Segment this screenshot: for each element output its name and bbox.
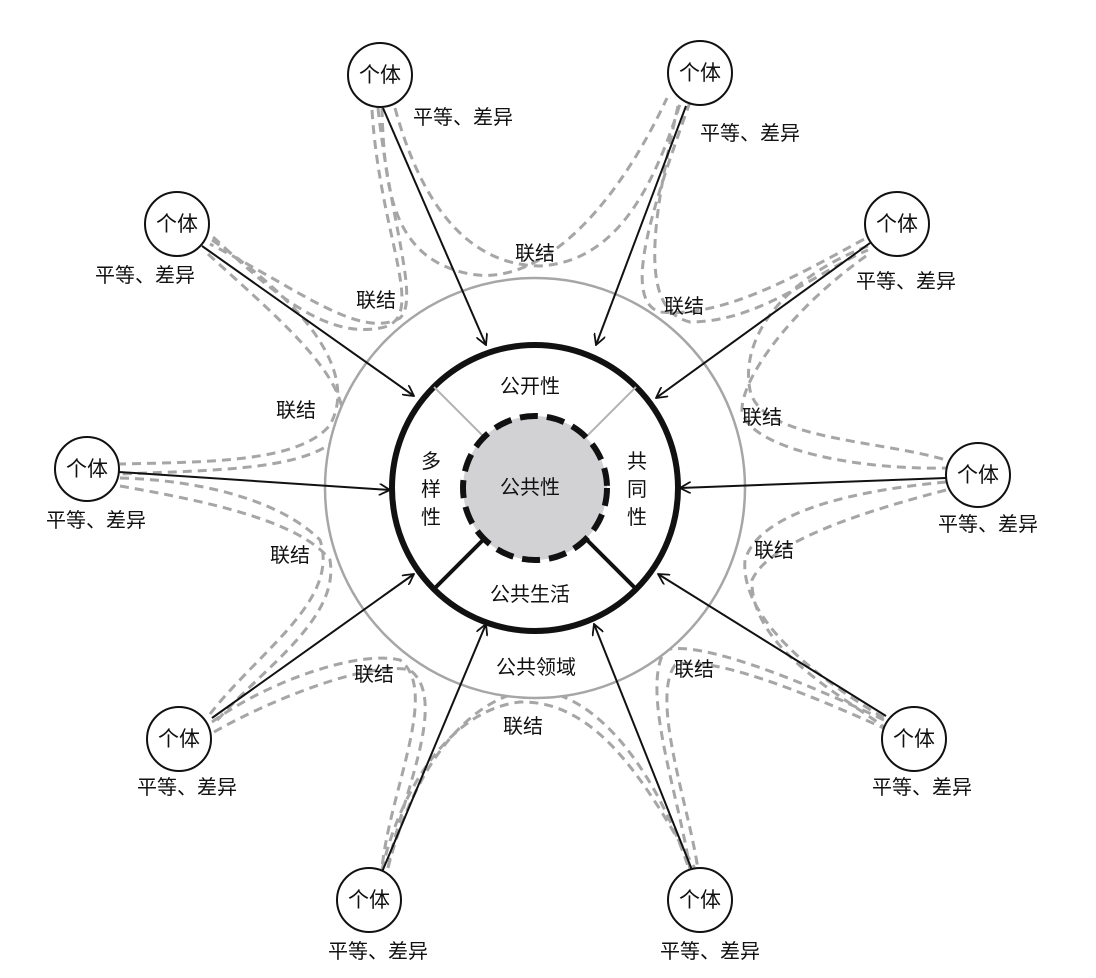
link-label: 联结 — [270, 543, 310, 567]
link-curve — [653, 105, 869, 324]
individual-node: 个体 平等、差异 — [347, 42, 513, 129]
link-curve — [209, 107, 409, 325]
individual-node: 个体 平等、差异 — [137, 706, 237, 799]
arrow — [211, 574, 414, 719]
arrow — [381, 624, 486, 873]
individual-node: 个体 平等、差异 — [660, 867, 760, 963]
attribute-label: 平等、差异 — [700, 121, 800, 145]
publicness-core — [460, 413, 610, 563]
individual-label: 个体 — [679, 61, 721, 85]
link-label: 联结 — [664, 294, 704, 318]
attribute-label: 平等、差异 — [95, 263, 195, 287]
link-curve — [747, 244, 947, 462]
attribute-label: 平等、差异 — [938, 512, 1038, 536]
public-life-label: 公共生活 — [490, 582, 570, 606]
attribute-label: 平等、差异 — [137, 775, 237, 799]
diversity-char-1: 多 — [421, 449, 441, 473]
commonality-char-1: 共 — [627, 449, 647, 473]
individual-node: 个体 平等、差异 — [46, 436, 146, 532]
link-curve — [393, 103, 682, 268]
individual-node: 个体 平等、差异 — [95, 191, 210, 287]
link-label: 联结 — [515, 241, 555, 265]
link-curve — [743, 480, 947, 720]
diversity-char-3: 性 — [421, 505, 441, 529]
openness-label: 公开性 — [500, 374, 560, 398]
divider-top-left — [433, 386, 486, 439]
link-curve — [380, 700, 700, 875]
individual-label: 个体 — [957, 463, 999, 487]
link-curve — [640, 101, 867, 315]
link-label: 联结 — [356, 288, 396, 312]
divider-bottom-right — [583, 536, 638, 591]
individual-node: 个体 平等、差异 — [938, 442, 1038, 536]
attribute-label: 平等、差异 — [46, 508, 146, 532]
attribute-label: 平等、差异 — [328, 939, 428, 963]
link-curve — [750, 488, 947, 732]
attribute-label: 平等、差异 — [856, 269, 956, 293]
divider-top-right — [584, 386, 637, 439]
arrow — [656, 242, 871, 398]
arrow — [658, 574, 887, 717]
arrow — [680, 477, 947, 488]
individual-label: 个体 — [66, 457, 108, 481]
link-label: 联结 — [754, 538, 794, 562]
arrow — [382, 107, 486, 345]
link-curve — [665, 661, 889, 871]
link-curve — [210, 109, 404, 331]
arrow — [118, 471, 390, 490]
arrow — [594, 624, 693, 871]
link-curve — [213, 667, 427, 869]
attribute-label: 平等、差异 — [872, 775, 972, 799]
diversity-char-2: 样 — [421, 477, 441, 501]
link-label: 联结 — [354, 662, 394, 686]
link-curve — [119, 476, 325, 715]
individual-node: 个体 平等、差异 — [328, 867, 428, 963]
link-label: 联结 — [674, 657, 714, 681]
individual-nodes: 个体 平等、差异 个体 平等、差异 个体 平等、差异 个体 平等、差异 个体 平… — [46, 40, 1038, 963]
link-labels: 联结 联结 联结 联结 联结 联结 联结 联结 联结 联结 — [270, 241, 794, 738]
divider-bottom-left — [432, 536, 487, 591]
link-label: 联结 — [742, 405, 782, 429]
individual-label: 个体 — [156, 212, 198, 236]
individual-node: 个体 平等、差异 — [856, 191, 956, 293]
arrows — [118, 105, 947, 873]
publicness-core-label: 公共性 — [500, 475, 560, 499]
link-curve — [119, 484, 333, 725]
central-structure: 公共性 公开性 公共生活 公共领域 多 样 性 共 同 性 — [323, 276, 747, 700]
arrow — [596, 105, 687, 345]
attribute-label: 平等、差异 — [660, 939, 760, 963]
individual-label: 个体 — [893, 727, 935, 751]
attribute-label: 平等、差异 — [413, 105, 513, 129]
link-curve — [211, 656, 417, 869]
individual-label: 个体 — [348, 888, 390, 912]
public-domain-label: 公共领域 — [496, 655, 576, 679]
individual-node: 个体 平等、差异 — [872, 706, 972, 799]
link-curve — [119, 252, 345, 476]
individual-label: 个体 — [679, 888, 721, 912]
individual-label: 个体 — [158, 727, 200, 751]
link-label: 联结 — [503, 714, 543, 738]
link-curve — [119, 238, 340, 466]
commonality-char-3: 性 — [627, 505, 647, 529]
link-label: 联结 — [276, 398, 316, 422]
individual-node: 个体 平等、差异 — [667, 40, 800, 145]
commonality-char-2: 同 — [627, 477, 647, 501]
individual-label: 个体 — [359, 63, 401, 87]
individual-label: 个体 — [876, 212, 918, 236]
arrow — [201, 245, 414, 396]
